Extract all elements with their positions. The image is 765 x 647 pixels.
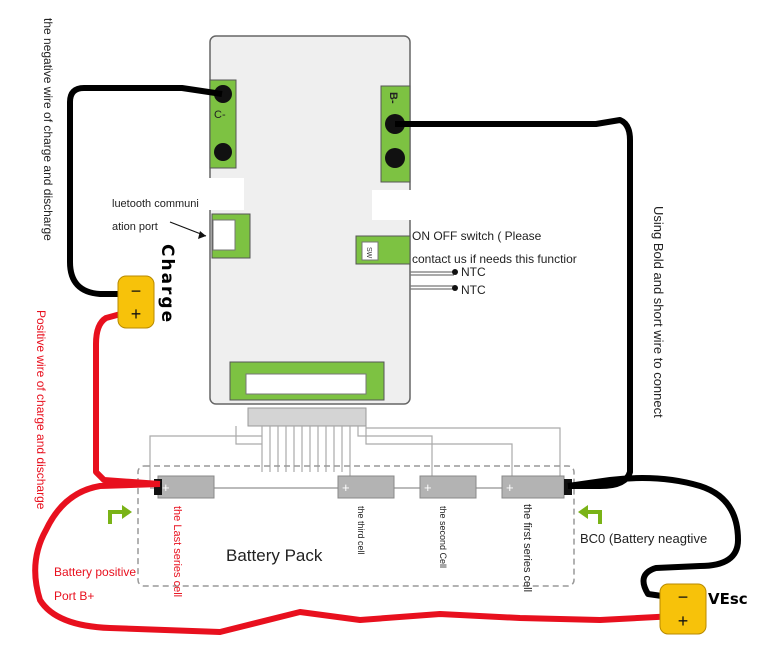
vesc-connector <box>659 583 707 635</box>
pos-wire-label: Positive wire of charge and discharge <box>34 310 48 510</box>
charge-connector <box>117 275 155 329</box>
balance-connector-socket <box>245 373 367 395</box>
second-cell-label: the second Cell <box>438 506 448 568</box>
bc0-label: BC0 (Battery neagtive <box>580 531 707 546</box>
balance-wires <box>149 426 561 484</box>
cell-third-plus: + <box>342 480 350 495</box>
balance-wire-plug <box>247 407 367 427</box>
board-cutout-left <box>204 178 244 210</box>
b-minus-terminal-bottom <box>385 148 405 168</box>
arrow-right-icon <box>586 510 602 524</box>
b-minus-label: B- <box>387 92 399 104</box>
c-minus-label: C- <box>214 109 226 121</box>
arrow-right-icon-head <box>578 505 588 519</box>
vesc-connector-minus: − <box>678 587 689 607</box>
battery-positive-label-line1: Battery positive <box>54 565 136 579</box>
on-off-label-line2: contact us if needs this functior <box>412 252 577 266</box>
on-off-label-line1: ON OFF switch ( Please <box>412 229 542 243</box>
switch-label: SW <box>365 247 372 259</box>
bold-wire-label: Using Bold and short wire to connect <box>651 206 666 418</box>
c-minus-terminal-bottom <box>214 143 232 161</box>
ntc2-label: NTC <box>461 283 486 297</box>
wire-black-charge-negative <box>67 85 223 297</box>
ntc2-dot <box>452 285 458 291</box>
cell-third <box>337 475 395 499</box>
first-cell-label: the first series cell <box>521 504 533 592</box>
battery-positive-label-line2: Port B+ <box>54 589 94 603</box>
arrow-left-icon-head <box>122 505 132 519</box>
cell-second-plus: + <box>424 480 432 495</box>
bluetooth-label-line1: luetooth communi <box>112 198 199 210</box>
third-cell-label: the third cell <box>356 506 366 555</box>
charge-connector-plus: + <box>131 304 142 324</box>
board-cutout-right <box>372 190 414 220</box>
last-cell-label: the Last series cell <box>171 506 183 597</box>
wire-black-battery-negative <box>395 117 633 489</box>
wire-black-vesc-negative <box>567 475 741 601</box>
switch-pad-socket <box>361 241 379 261</box>
bluetooth-port-socket <box>212 219 236 251</box>
cell-second <box>419 475 477 499</box>
vesc-handwritten-label: VEsc <box>708 590 748 608</box>
c-minus-terminal-top <box>214 85 232 103</box>
wire-red-battery-positive <box>32 481 677 635</box>
battery-pack-label: Battery Pack <box>226 546 323 565</box>
charge-connector-minus: − <box>131 281 142 301</box>
arrow-left-icon <box>108 510 124 524</box>
ntc1-label: NTC <box>461 265 486 279</box>
charge-handwritten-label: Charge <box>157 244 177 324</box>
bt-pointer-head <box>198 231 206 239</box>
bluetooth-label-line2: ation port <box>112 221 158 233</box>
cell-last-plus: + <box>162 480 170 495</box>
vesc-connector-plus: + <box>678 611 689 631</box>
wire-red-charge-positive <box>93 309 161 487</box>
battery-pack-outline <box>137 465 575 587</box>
ntc1-dot <box>452 269 458 275</box>
cell-first-plus: + <box>506 480 514 495</box>
neg-wire-label: the negative wire of charge and discharg… <box>41 18 55 241</box>
